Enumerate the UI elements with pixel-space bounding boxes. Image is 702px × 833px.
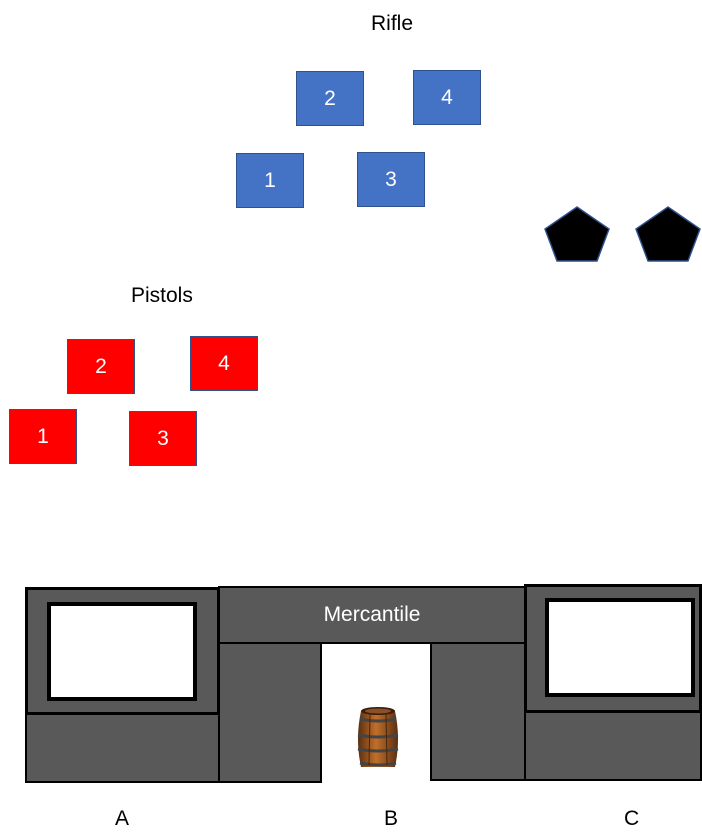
booth-c-window <box>545 598 695 697</box>
booth-a-counter <box>25 713 220 783</box>
pistols-title: Pistols <box>131 284 193 307</box>
pentagon-icon <box>635 206 701 262</box>
pentagon-targets <box>544 206 701 262</box>
rifle-target-1: 1 <box>236 153 304 208</box>
pentagon-icon <box>544 206 610 262</box>
rifle-target-2: 2 <box>296 71 364 126</box>
mercantile-sign: Mercantile <box>218 586 526 644</box>
pistol-target-1: 1 <box>9 409 77 464</box>
barrel-icon <box>357 707 399 767</box>
rifle-target-4: 4 <box>413 70 481 125</box>
position-a-label: A <box>115 807 130 830</box>
position-c-label: C <box>624 807 640 830</box>
door-right-pillar <box>430 642 526 781</box>
pistol-target-2: 2 <box>67 339 135 394</box>
rifle-title: Rifle <box>371 12 414 35</box>
booth-a-window <box>47 602 197 701</box>
booth-c-counter <box>524 711 702 781</box>
door-left-pillar <box>218 642 322 783</box>
pistol-target-4: 4 <box>190 336 258 391</box>
mercantile-sign-label: Mercantile <box>323 603 421 626</box>
position-b-label: B <box>384 807 399 830</box>
pistol-target-3: 3 <box>129 411 197 466</box>
rifle-target-3: 3 <box>357 152 425 207</box>
